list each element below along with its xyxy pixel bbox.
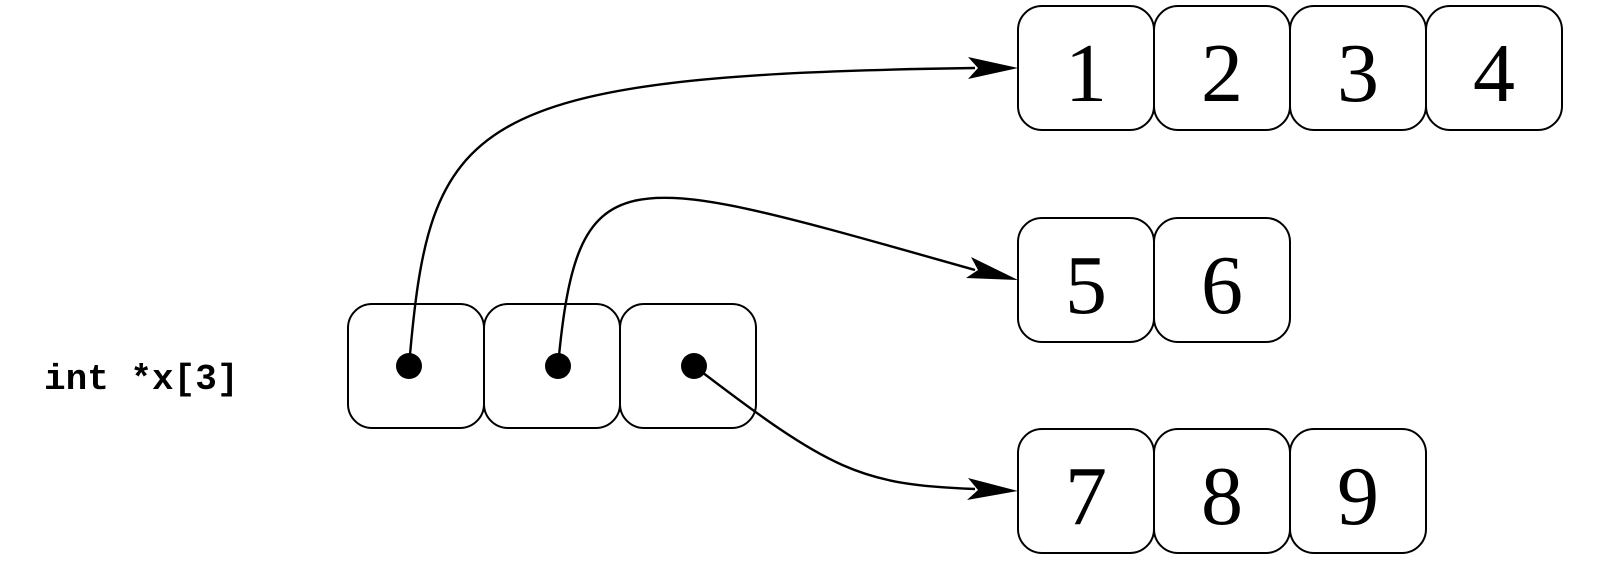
array-0-cell-0-value: 1 (1065, 27, 1107, 120)
array-1-cell-1: 6 (1153, 217, 1291, 343)
pointer-cell-0 (347, 303, 485, 429)
array-0-cell-3: 4 (1425, 5, 1563, 131)
array-1-cell-1-box (1153, 217, 1291, 343)
target-array-1: 5 6 (1017, 217, 1291, 343)
array-2-cell-2-box (1289, 428, 1427, 554)
pointer-arrow-2 (693, 365, 976, 491)
target-array-2: 7 8 9 (1017, 428, 1427, 554)
array-1-cell-0-value: 5 (1065, 239, 1107, 332)
array-0-cell-3-value: 4 (1473, 27, 1515, 120)
pointer-arrow-0 (407, 66, 976, 367)
array-2-cell-2-value: 9 (1337, 450, 1379, 543)
array-0-cell-1-value: 2 (1201, 27, 1243, 120)
array-2-cell-0: 7 (1017, 428, 1155, 554)
array-0-cell-1: 2 (1153, 5, 1291, 131)
array-1-cell-1-value: 6 (1201, 239, 1243, 332)
declaration-label: int *x[3] (44, 359, 238, 400)
pointer-cell-1 (483, 303, 621, 429)
pointer-arrow-1 (556, 196, 976, 367)
arrow-head-2 (967, 478, 1018, 500)
target-array-0: 1 2 3 4 (1017, 5, 1563, 131)
arrow-head-1 (966, 257, 1018, 280)
array-0-cell-2: 3 (1289, 5, 1427, 131)
array-0-cell-3-box (1425, 5, 1563, 131)
array-0-cell-2-value: 3 (1337, 27, 1379, 120)
arrow-head-0 (968, 57, 1018, 79)
array-0-cell-0: 1 (1017, 5, 1155, 131)
pointer-cell-2 (619, 303, 757, 429)
array-2-cell-1: 8 (1153, 428, 1291, 554)
array-2-cell-2: 9 (1289, 428, 1427, 554)
array-1-cell-0: 5 (1017, 217, 1155, 343)
array-2-cell-0-value: 7 (1065, 450, 1107, 543)
array-2-cell-1-value: 8 (1201, 450, 1243, 543)
pointer-arrows (407, 57, 1018, 500)
